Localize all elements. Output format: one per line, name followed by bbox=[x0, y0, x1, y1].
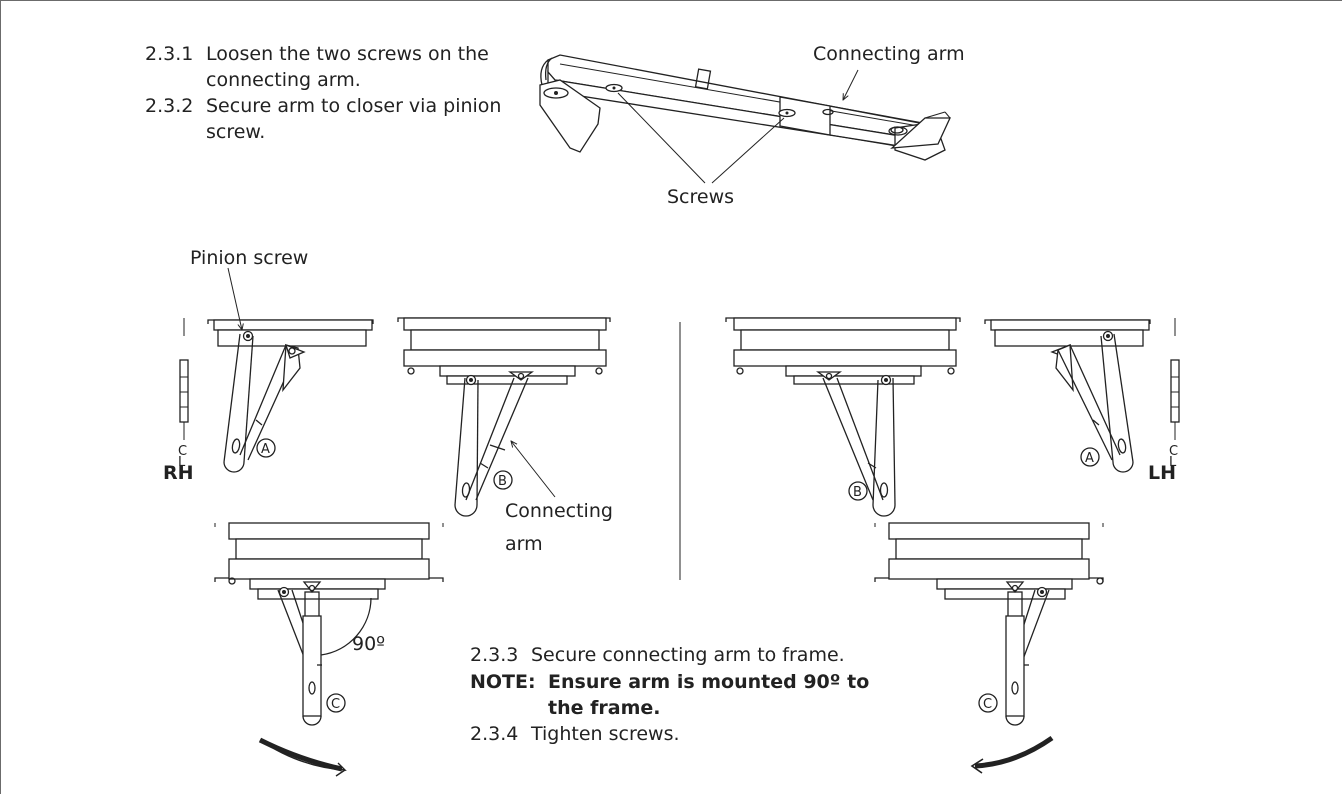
centerline-l: L bbox=[178, 455, 186, 470]
label-screws: Screws bbox=[667, 186, 735, 208]
label-connecting-arm-top: Connecting arm bbox=[813, 43, 965, 65]
step-number: 2.3.3 bbox=[470, 644, 519, 666]
label-pinion-screw: Pinion screw bbox=[190, 247, 309, 269]
letter-b: B bbox=[498, 474, 507, 489]
centerline-c: C bbox=[178, 444, 187, 459]
label-angle-90: 90º bbox=[352, 633, 386, 655]
connecting-arm-illustration bbox=[539, 54, 952, 184]
letter-c: C bbox=[983, 697, 992, 712]
label-connecting-arm-mid-2: arm bbox=[505, 533, 543, 555]
letter-a: A bbox=[1085, 451, 1094, 466]
label-connecting-arm-mid-1: Connecting bbox=[505, 500, 613, 522]
step-number: 2.3.4 bbox=[470, 723, 519, 745]
label-rh: RH bbox=[163, 462, 194, 484]
note-text-line1: Ensure arm is mounted 90º to bbox=[548, 671, 870, 693]
step-text-line1: Loosen the two screws on the bbox=[206, 43, 489, 65]
letter-c: C bbox=[331, 697, 340, 712]
letter-b: B bbox=[853, 485, 862, 500]
centerline-l: L bbox=[1169, 455, 1177, 470]
rh-view-b: B bbox=[397, 317, 611, 517]
step-number: 2.3.1 bbox=[145, 43, 194, 65]
step-number: 2.3.2 bbox=[145, 95, 194, 117]
step-text-line1: Secure arm to closer via pinion bbox=[206, 95, 502, 117]
note-label: NOTE: bbox=[470, 671, 536, 693]
step-text-line2: screw. bbox=[206, 121, 266, 143]
step-text-line2: connecting arm. bbox=[206, 69, 361, 91]
lh-view-b: B bbox=[725, 317, 961, 517]
centerline-c: C bbox=[1169, 444, 1178, 459]
lh-view-c: C bbox=[874, 522, 1104, 774]
rh-view-c: C bbox=[214, 522, 444, 777]
step-text: Tighten screws. bbox=[531, 723, 680, 745]
step-text: Secure connecting arm to frame. bbox=[531, 644, 845, 666]
label-lh: LH bbox=[1148, 462, 1177, 484]
rh-view-a: C L A bbox=[178, 267, 374, 473]
lh-view-a: A C L bbox=[984, 318, 1180, 473]
note-text-line2: the frame. bbox=[548, 697, 661, 719]
letter-a: A bbox=[261, 442, 270, 457]
